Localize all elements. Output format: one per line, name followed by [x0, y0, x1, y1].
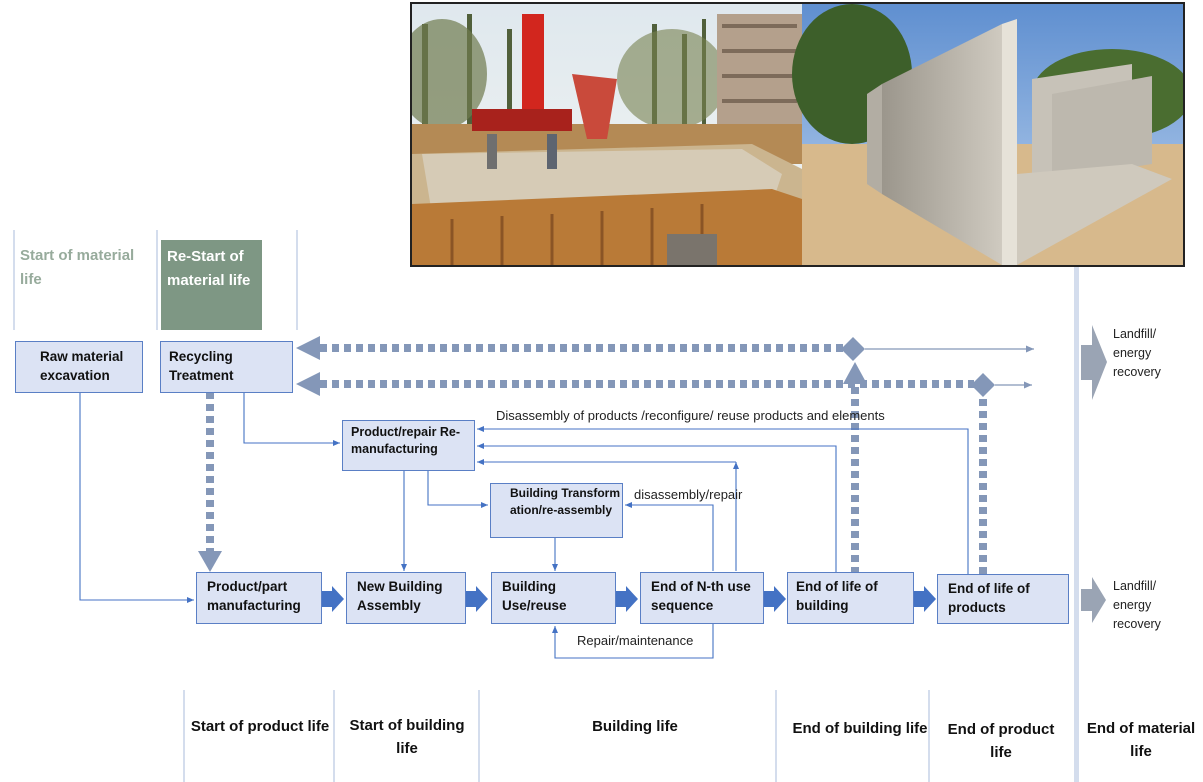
repair-maintenance-label: Repair/maintenance	[577, 633, 694, 648]
start-material-header: Start of material life	[20, 247, 135, 288]
flow-arrow	[616, 586, 638, 612]
flow-arrow	[914, 586, 936, 612]
landfill-arrow-top	[1081, 325, 1107, 400]
stage-end-product: End of product life	[947, 721, 1055, 761]
restart-material-header: Re-Start of material life	[161, 240, 262, 330]
stage-start-building: Start of building life	[349, 717, 465, 757]
building-use-reuse-box: Building Use/reuse	[491, 572, 616, 624]
phase-divider	[13, 230, 15, 330]
flow-arrow	[322, 586, 344, 612]
disassembly-repair-label: disassembly/repair	[634, 487, 743, 502]
connector-recycling-to-repair	[243, 392, 340, 446]
recycling-treatment-box: Recycling Treatment	[160, 341, 293, 393]
landfill-energy-label-top: Landfill/ energy recovery	[1113, 327, 1161, 379]
phase-divider	[296, 230, 298, 330]
flow-arrow	[466, 586, 488, 612]
connector-repair-to-transformation	[427, 471, 488, 508]
product-repair-remanufacturing-box: Product/repair Re-manufacturing	[342, 420, 475, 471]
landfill-energy-label-bottom: Landfill/ energy recovery	[1113, 579, 1161, 631]
end-life-building-box: End of life of building	[787, 572, 914, 624]
connector-nth-maintenance-loop	[552, 624, 714, 659]
disassembly-products-label: Disassembly of products /reconfigure/ re…	[496, 408, 885, 423]
connector-products-disassembly	[477, 426, 969, 574]
dotted-arrow-recycling-down	[198, 392, 222, 572]
decision-diamond	[971, 373, 995, 397]
dotted-return-arrow-top	[296, 336, 846, 360]
phase-divider	[183, 690, 185, 782]
end-nth-use-sequence-box: End of N-th use sequence	[640, 572, 764, 624]
construction-photo-image	[412, 4, 1183, 265]
stage-building-life: Building life	[592, 718, 678, 735]
construction-photo	[410, 2, 1185, 267]
dotted-return-arrow-bottom	[296, 372, 974, 396]
phase-divider	[333, 690, 335, 782]
end-material-divider	[1074, 265, 1079, 782]
connector-building-to-repair-upper	[477, 443, 837, 574]
connector-nth-to-transformation	[625, 502, 714, 571]
new-building-assembly-box: New Building Assembly	[346, 572, 466, 624]
product-part-manufacturing-box: Product/part manufacturing	[196, 572, 322, 624]
connector-raw-to-manufacturing	[79, 393, 194, 603]
stage-end-building: End of building life	[792, 720, 928, 737]
phase-divider	[156, 230, 158, 330]
raw-material-excavation-box: Raw material excavation	[15, 341, 143, 393]
decision-diamond	[841, 337, 865, 361]
stage-start-product: Start of product life	[190, 718, 330, 735]
building-transformation-box: Building Transformation/re-assembly	[490, 483, 623, 538]
stage-end-material: End of material life	[1086, 720, 1196, 760]
end-life-products-box: End of life of products	[937, 574, 1069, 624]
dotted-arrow-end-building-up	[843, 362, 867, 574]
landfill-arrow-bottom	[1081, 577, 1106, 623]
phase-divider	[928, 690, 930, 782]
phase-divider	[775, 690, 777, 782]
phase-divider	[478, 690, 480, 782]
flow-arrow	[764, 586, 786, 612]
